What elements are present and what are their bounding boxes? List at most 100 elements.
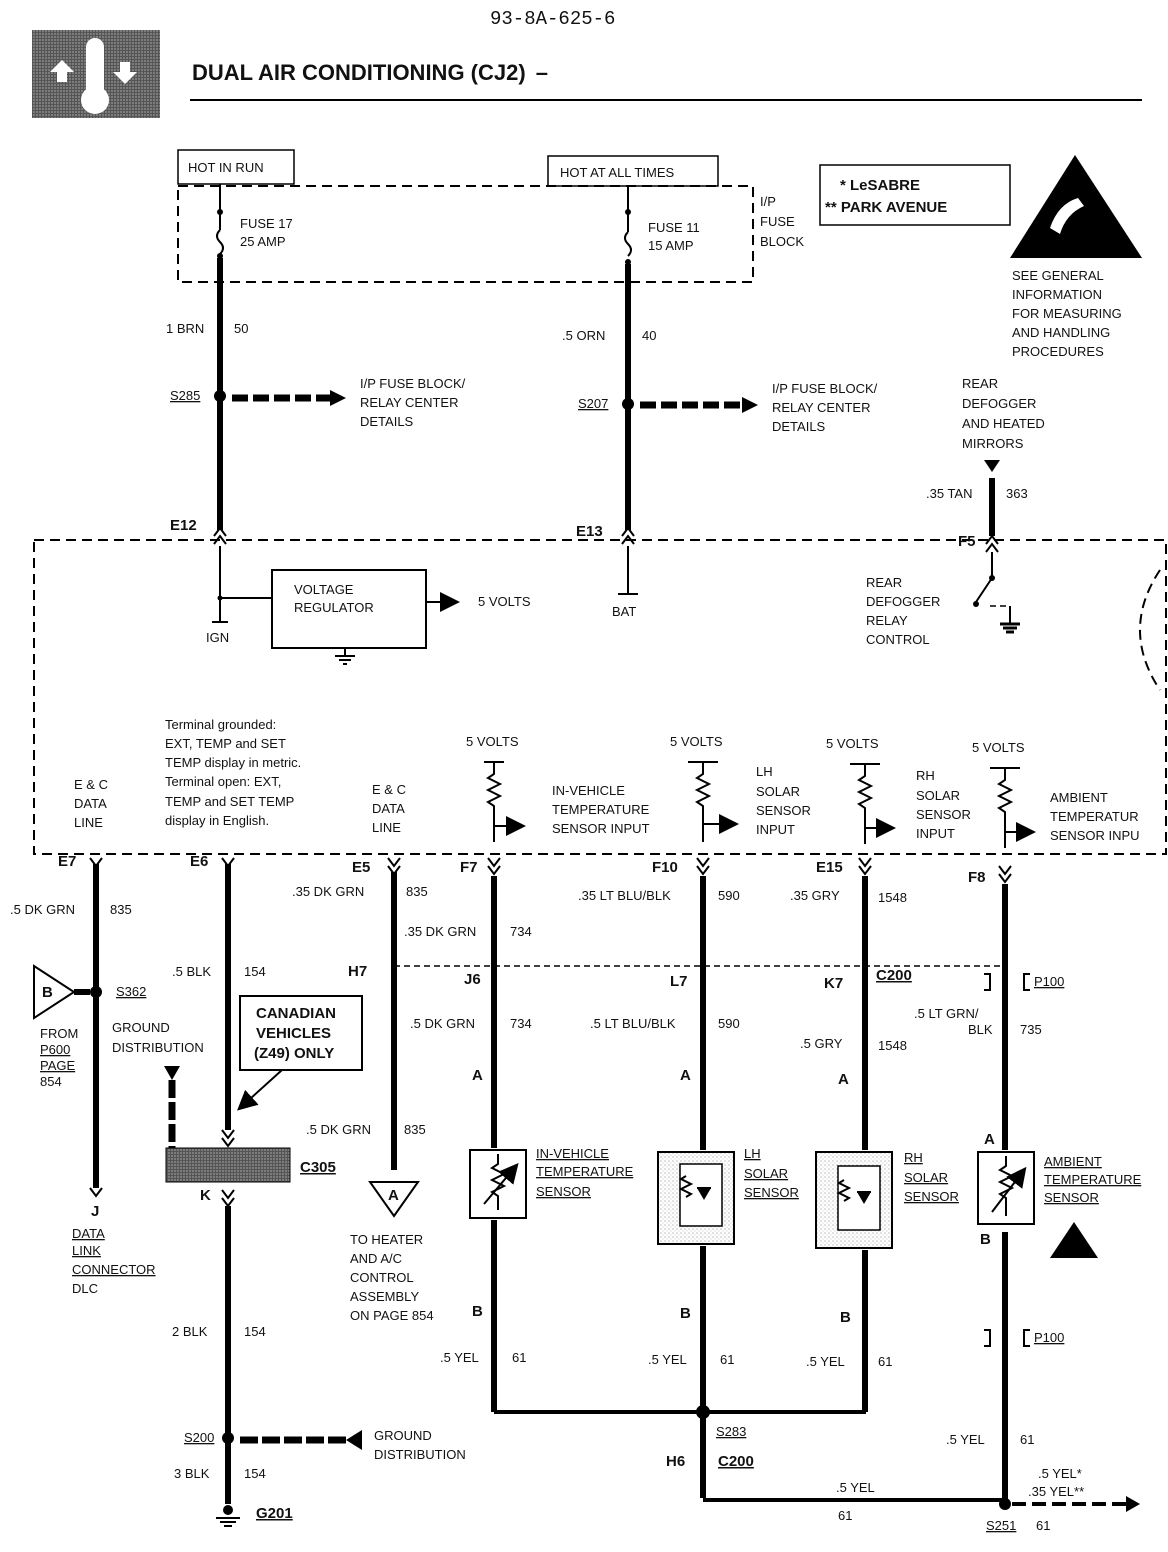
pullup-lh-solar: 5 VOLTS LH SOLAR SENSOR INPUT xyxy=(670,734,811,842)
svg-text:TEMP and SET TEMP: TEMP and SET TEMP xyxy=(165,794,294,809)
svg-text:AND HANDLING: AND HANDLING xyxy=(1012,325,1110,340)
pin-a-2: A xyxy=(680,1067,691,1084)
svg-text:SENSOR INPUT: SENSOR INPUT xyxy=(552,821,650,836)
vreg-line-1: VOLTAGE xyxy=(294,582,354,597)
pin-h6: H6 xyxy=(666,1453,685,1470)
svg-text:RELAY: RELAY xyxy=(866,613,908,628)
wire-e5-circ: 835 xyxy=(406,884,428,899)
svg-text:DISTRIBUTION: DISTRIBUTION xyxy=(112,1040,204,1055)
svg-text:TEMPERATURE: TEMPERATURE xyxy=(536,1164,634,1179)
svg-text:LINE: LINE xyxy=(74,815,103,830)
pin-e12: E12 xyxy=(170,517,197,534)
splice-s200: S200 xyxy=(184,1430,214,1445)
svg-text:TEMP display in metric.: TEMP display in metric. xyxy=(165,755,301,770)
svg-text:SENSOR INPU: SENSOR INPU xyxy=(1050,828,1140,843)
svg-text:INFORMATION: INFORMATION xyxy=(1012,287,1102,302)
svg-text:GROUND: GROUND xyxy=(374,1428,432,1443)
wire-yel-star: .5 YEL* xyxy=(1038,1466,1082,1481)
wire-yel-a: .5 YEL xyxy=(440,1350,479,1365)
pin-e13: E13 xyxy=(576,523,603,540)
wire-tan-circ: 363 xyxy=(1006,486,1028,501)
svg-text:FROM: FROM xyxy=(40,1026,78,1041)
wire-orn-circ: 40 xyxy=(642,328,656,343)
pin-k7: K7 xyxy=(824,975,843,992)
vreg-output: 5 VOLTS xyxy=(478,594,531,609)
svg-text:TO HEATER: TO HEATER xyxy=(350,1232,423,1247)
pin-j: J xyxy=(91,1203,99,1220)
legend-lesabre: * LeSABRE xyxy=(840,177,920,194)
svg-text:E5: E5 xyxy=(352,859,370,876)
svg-text:REAR: REAR xyxy=(866,575,902,590)
wire-f10-circ: 590 xyxy=(718,888,740,903)
svg-text:CONTROL: CONTROL xyxy=(350,1270,414,1285)
c305-label: C305 xyxy=(300,1159,336,1176)
fuse-11-amp: 15 AMP xyxy=(648,238,694,253)
splice-s251: S251 xyxy=(986,1518,1016,1533)
wire-brn-circ: 50 xyxy=(234,321,248,336)
pin-a-1: A xyxy=(472,1067,483,1084)
esd-icon-small xyxy=(1050,1222,1098,1258)
ip-fuse-block-label: I/P FUSE BLOCK xyxy=(760,194,804,249)
thermometer-icon xyxy=(50,38,137,114)
svg-text:GROUND: GROUND xyxy=(112,1020,170,1035)
s251-circ: 61 xyxy=(1036,1518,1050,1533)
svg-text:SENSOR: SENSOR xyxy=(904,1189,959,1204)
svg-text:AMBIENT: AMBIENT xyxy=(1050,790,1108,805)
legend-box xyxy=(819,164,1011,226)
to-heater-label: TO HEATER AND A/C CONTROL ASSEMBLY ON PA… xyxy=(350,1232,434,1323)
bat-label: BAT xyxy=(612,604,636,619)
svg-text:PAGE: PAGE xyxy=(40,1058,75,1073)
pin-a-3: A xyxy=(838,1071,849,1088)
svg-text:Terminal grounded:: Terminal grounded: xyxy=(165,717,276,732)
pin-j6: J6 xyxy=(464,971,481,988)
svg-text:TEMPERATUR: TEMPERATUR xyxy=(1050,809,1139,824)
ambient-sensor-label: AMBIENT TEMPERATURE SENSOR xyxy=(1044,1154,1142,1205)
pullup-ambient: 5 VOLTS AMBIENT TEMPERATUR SENSOR INPU xyxy=(972,740,1140,848)
svg-text:CONTROL: CONTROL xyxy=(866,632,930,647)
ec-data-line-2: E & C DATA LINE xyxy=(372,782,406,835)
wire-f8-2: BLK xyxy=(968,1022,993,1037)
wire-e6-circ: 154 xyxy=(244,964,266,979)
wire-yel-e-circ: 61 xyxy=(838,1508,852,1523)
c200-bottom: C200 xyxy=(718,1453,754,1470)
wire-e7-circ: 835 xyxy=(110,902,132,917)
svg-text:E6: E6 xyxy=(190,853,208,870)
wire-yel-e: .5 YEL xyxy=(836,1480,875,1495)
esd-warning-icon xyxy=(1010,155,1142,258)
wire-f8-circ: 735 xyxy=(1020,1022,1042,1037)
svg-text:INPUT: INPUT xyxy=(756,822,795,837)
canadian-line-2: VEHICLES xyxy=(256,1025,331,1042)
splice-s207: S207 xyxy=(578,396,608,411)
svg-text:DATA: DATA xyxy=(372,801,405,816)
wire-e15: .35 GRY xyxy=(790,888,840,903)
svg-text:ASSEMBLY: ASSEMBLY xyxy=(350,1289,419,1304)
wire-j6-circ: 734 xyxy=(510,1016,532,1031)
svg-text:E & C: E & C xyxy=(74,777,108,792)
svg-text:SENSOR: SENSOR xyxy=(744,1185,799,1200)
flag-b-label: B xyxy=(42,984,53,1001)
svg-text:RH: RH xyxy=(916,768,935,783)
svg-text:INPUT: INPUT xyxy=(916,826,955,841)
ground-g201-icon xyxy=(216,1505,240,1527)
hot-in-run-label: HOT IN RUN xyxy=(188,160,264,175)
wire-yel-a-circ: 61 xyxy=(512,1350,526,1365)
ign-label: IGN xyxy=(206,630,229,645)
wire-f7: .35 DK GRN xyxy=(404,924,476,939)
wire-3blk: 3 BLK xyxy=(174,1466,210,1481)
svg-text:EXT, TEMP and SET: EXT, TEMP and SET xyxy=(165,736,286,751)
wire-yel-c-circ: 61 xyxy=(878,1354,892,1369)
lh-solar-sensor-label: LH SOLAR SENSOR xyxy=(744,1146,799,1200)
wire-brn: 1 BRN xyxy=(166,321,204,336)
page-title: DUAL AIR CONDITIONING (CJ2)– xyxy=(192,60,548,85)
svg-text:SOLAR: SOLAR xyxy=(744,1166,788,1181)
svg-text:F7: F7 xyxy=(460,859,478,876)
hot-at-all-times-label: HOT AT ALL TIMES xyxy=(560,165,674,180)
svg-text:5 VOLTS: 5 VOLTS xyxy=(972,740,1025,755)
connector-p100-b: P100 xyxy=(1034,1330,1064,1345)
svg-text:BLOCK: BLOCK xyxy=(760,234,804,249)
wire-yel-c: .5 YEL xyxy=(806,1354,845,1369)
module-bottom-pins: E7 E6 E5 F7 F10 E15 F8 xyxy=(58,853,986,886)
svg-text:5 VOLTS: 5 VOLTS xyxy=(826,736,879,751)
legend-park-avenue: ** PARK AVENUE xyxy=(825,199,947,216)
svg-text:DETAILS: DETAILS xyxy=(772,419,826,434)
